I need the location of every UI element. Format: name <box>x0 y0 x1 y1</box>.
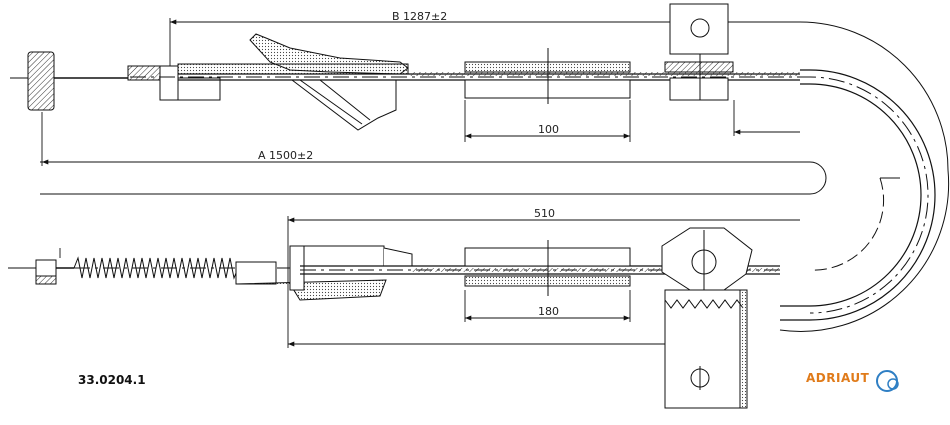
bottom-cable <box>8 227 780 409</box>
bottom-end-nipple <box>35 259 57 277</box>
brand-name: ADRIAUT <box>806 371 870 385</box>
top-end-nipple <box>27 51 55 111</box>
top-mount-plate <box>669 3 729 55</box>
bottom-ferrule <box>235 261 277 285</box>
dim-a-length: A 1500±2 <box>258 149 313 162</box>
brand-logo-icon <box>876 370 899 392</box>
part-number: 33.0204.1 <box>78 373 146 387</box>
top-bracket <box>249 33 409 75</box>
cable-bend <box>40 21 950 332</box>
dimension-lines <box>41 18 800 348</box>
top-cable <box>10 3 800 131</box>
bottom-mount-plate <box>664 289 748 409</box>
dim-510: 510 <box>534 207 555 220</box>
bottom-bracket <box>661 227 753 291</box>
dim-100: 100 <box>538 123 559 136</box>
dim-180: 180 <box>538 305 559 318</box>
top-mount-hole <box>690 18 710 38</box>
dim-b-length: B 1287±2 <box>392 10 447 23</box>
top-clip <box>669 77 729 101</box>
